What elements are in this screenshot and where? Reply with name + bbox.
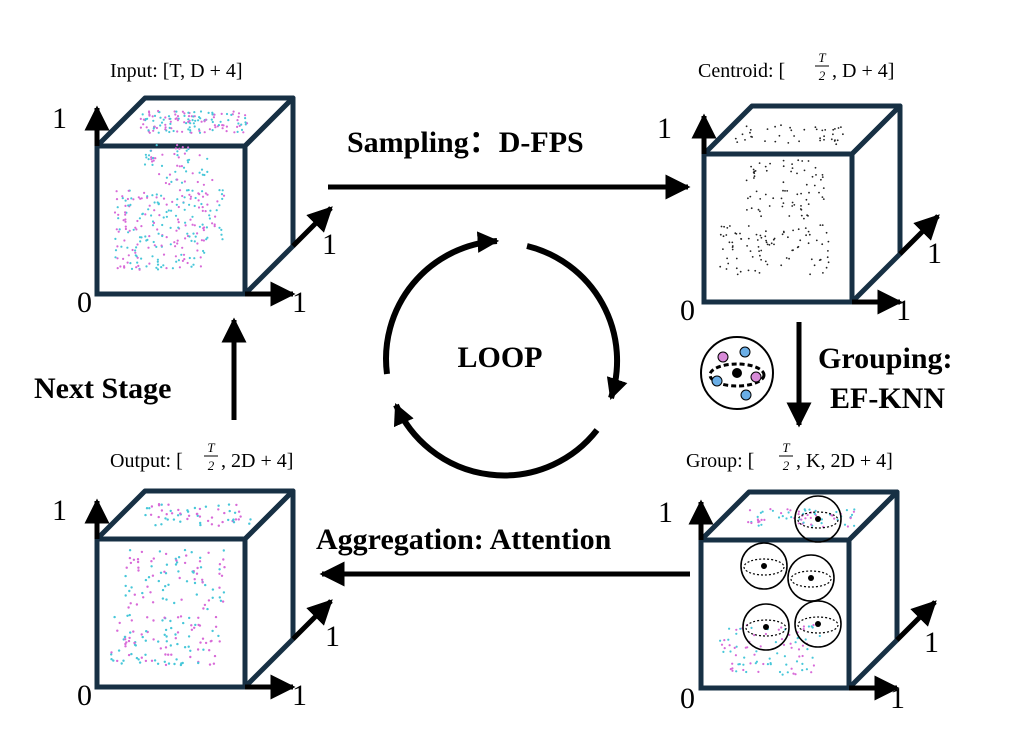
group-cube [688, 489, 937, 701]
svg-text:Output: [: Output: [ [110, 450, 183, 472]
group-axis-x-label: 1 [890, 682, 905, 715]
group-neighborhood-ball-icon [740, 542, 788, 590]
input-axis-z-label: 1 [322, 228, 337, 261]
grouping-label-line1: Grouping: [818, 342, 953, 375]
loop-label: LOOP [457, 341, 542, 374]
group-point-cloud [719, 495, 856, 676]
svg-text:T: T [818, 50, 826, 65]
output-point-cloud [110, 503, 252, 667]
input-axis-labels: 1 0 1 1 [52, 102, 337, 319]
svg-text:T: T [207, 440, 215, 455]
input-point-cloud [113, 109, 249, 271]
next-stage-label: Next Stage [34, 372, 171, 405]
group-neighborhood-ball-icon [787, 554, 835, 602]
input-cube-label: Input: [T, D + 4] [110, 60, 243, 82]
centroid-axis-origin-label: 0 [680, 294, 695, 327]
svg-text:2: 2 [208, 458, 215, 473]
svg-text:T: T [782, 440, 790, 455]
aggregation-label: Aggregation: Attention [316, 523, 612, 556]
grouping-label-line2: EF-KNN [830, 382, 945, 415]
centroid-front-face [701, 151, 855, 305]
svg-text:2: 2 [819, 68, 826, 83]
circular-loop-arrows-icon [383, 231, 628, 479]
svg-text:, 2D + 4]: , 2D + 4] [221, 450, 293, 472]
output-cube-label: Output: [ T 2 , 2D + 4] [110, 440, 293, 473]
centroid-point-cloud [719, 124, 844, 276]
svg-text:, K, 2D + 4]: , K, 2D + 4] [796, 450, 893, 472]
output-axis-labels: 1 0 1 1 [52, 494, 340, 712]
group-front-face [698, 537, 852, 691]
input-axis-x-label: 1 [292, 286, 307, 319]
group-cube-label: Group: [ T 2 , K, 2D + 4] [686, 440, 893, 473]
group-neighborhood-ball-icon [742, 603, 790, 651]
centroid-cube-label: Centroid: [ T 2 , D + 4] [698, 50, 894, 83]
centroid-axis-z-label: 1 [927, 237, 942, 270]
centroid-cube [691, 103, 940, 315]
input-axes [84, 105, 333, 307]
output-axis-z-label: 1 [325, 620, 340, 653]
output-axis-y-label: 1 [52, 494, 67, 527]
group-axes [688, 499, 937, 701]
input-axis-y-label: 1 [52, 102, 67, 135]
output-cube [84, 488, 333, 700]
svg-text:Group: [: Group: [ [686, 450, 754, 472]
centroid-axis-x-label: 1 [896, 294, 911, 327]
input-cube [84, 95, 333, 307]
svg-text:Centroid: [: Centroid: [ [698, 60, 785, 82]
group-axis-y-label: 1 [658, 496, 673, 529]
input-axis-origin-label: 0 [77, 286, 92, 319]
centroid-axis-y-label: 1 [657, 112, 672, 145]
group-neighborhood-ball-icon [794, 600, 842, 648]
group-axis-origin-label: 0 [680, 682, 695, 715]
centroid-axis-labels: 1 0 1 1 [657, 112, 942, 327]
svg-text:, D + 4]: , D + 4] [832, 60, 894, 82]
output-axes [84, 498, 333, 700]
output-axis-origin-label: 0 [77, 679, 92, 712]
centroid-axes [691, 113, 940, 315]
group-neighborhood-ball-icon [794, 495, 842, 543]
group-axis-labels: 1 0 1 1 [658, 496, 939, 715]
group-axis-z-label: 1 [924, 626, 939, 659]
neighborhood-ball-icon [700, 336, 774, 410]
output-axis-x-label: 1 [292, 679, 307, 712]
input-front-face [94, 143, 248, 297]
output-front-face [94, 536, 248, 690]
svg-text:2: 2 [783, 458, 790, 473]
sampling-label: Sampling：D-FPS [347, 126, 584, 159]
